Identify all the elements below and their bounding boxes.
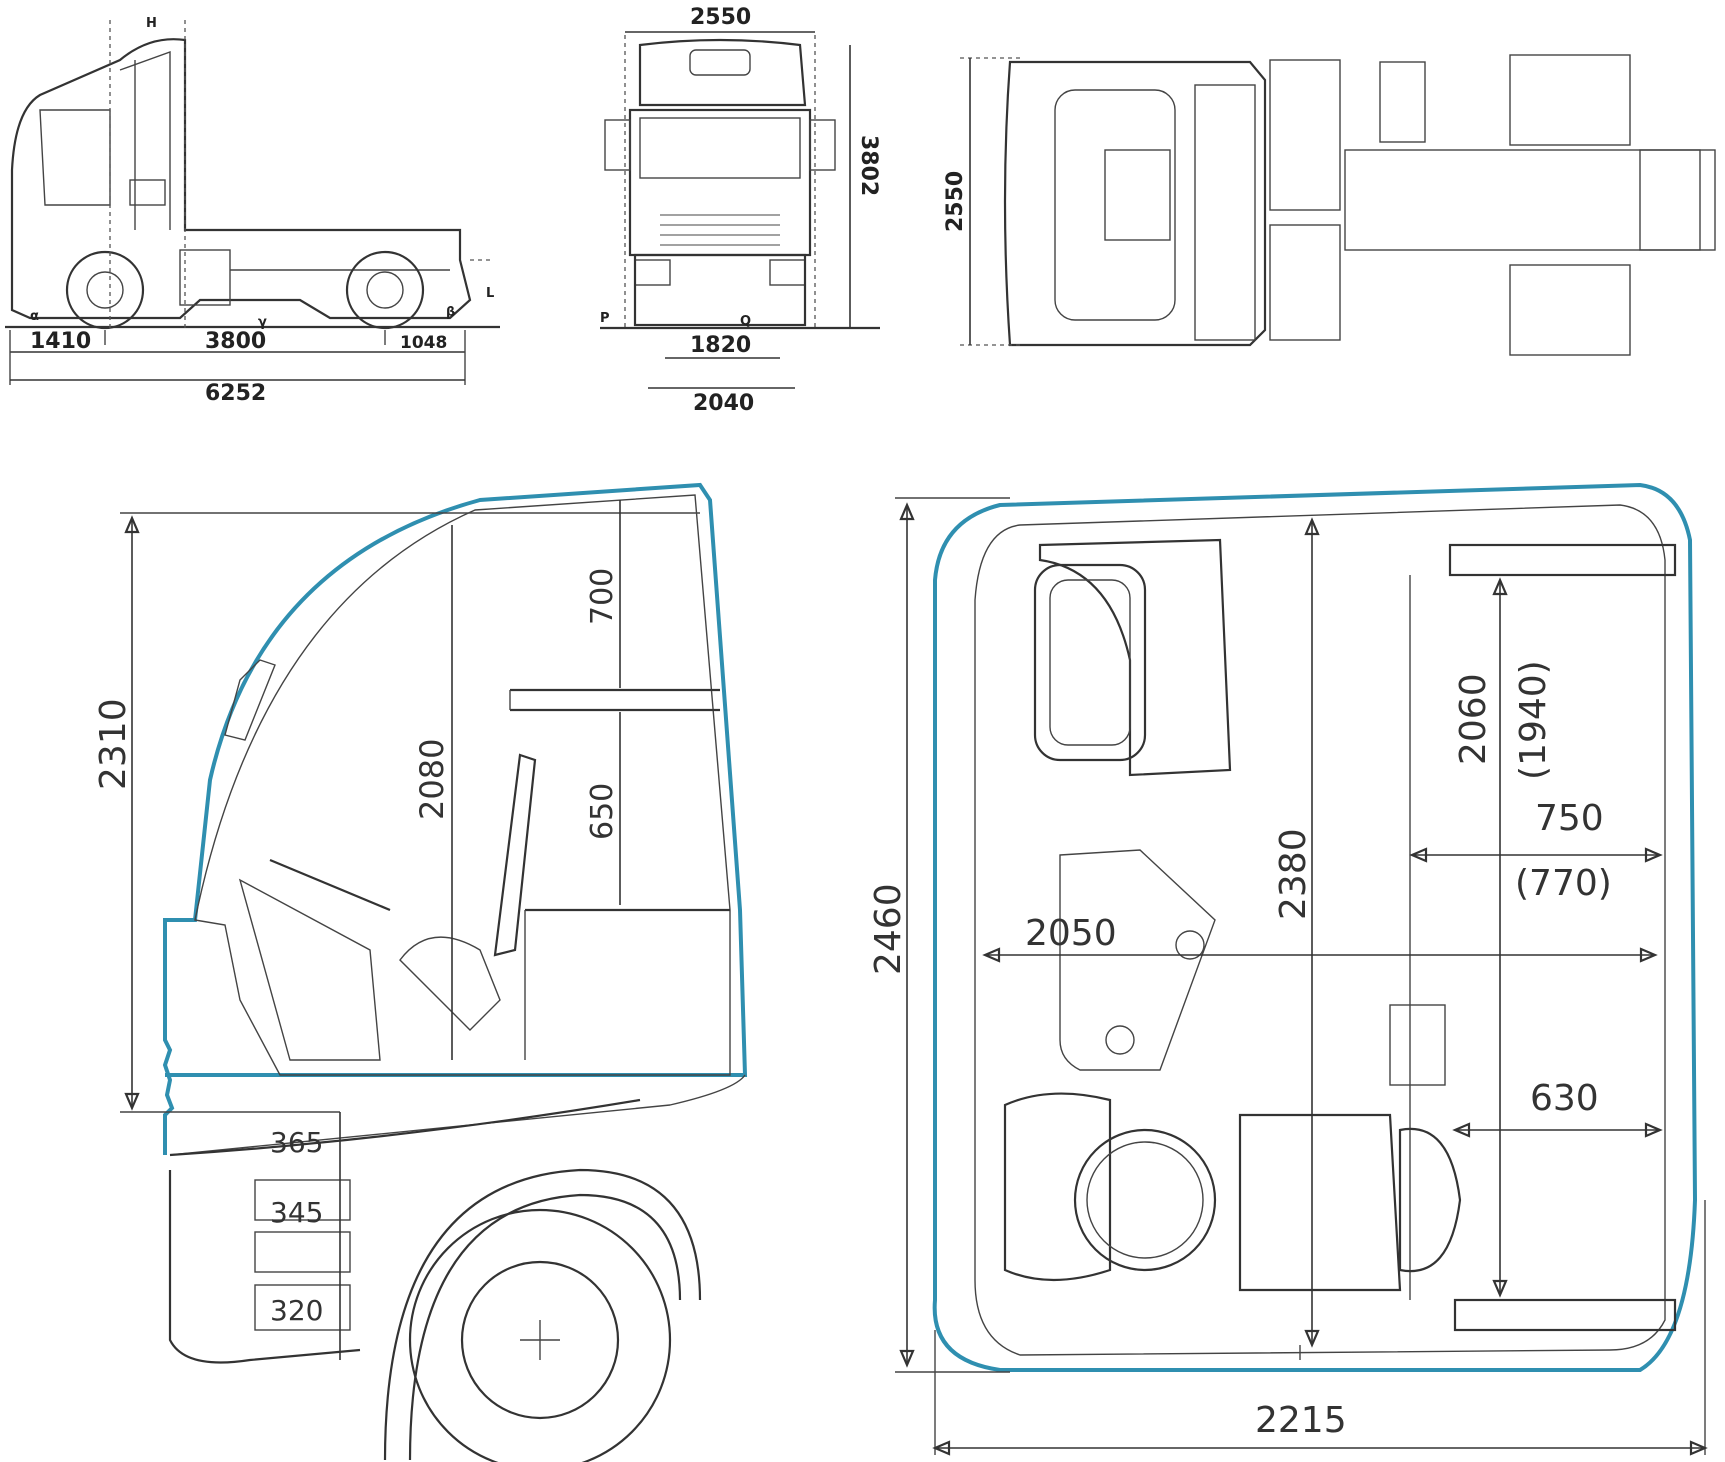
dim-front-height: 3802 xyxy=(856,135,881,196)
dim-top-width: 2550 xyxy=(943,171,968,232)
label-gamma: γ xyxy=(258,315,267,330)
dim-cab-width: 2215 xyxy=(1255,1400,1347,1441)
dim-overall-length: 6252 xyxy=(205,381,266,406)
front-grille xyxy=(660,214,780,246)
dim-interior-height: 2080 xyxy=(413,739,451,820)
dim-bunk-length-alt: (1940) xyxy=(1513,660,1554,780)
dim-lower-width: 630 xyxy=(1530,1078,1599,1119)
front-view: 2550 3802 P Q 1820 2040 xyxy=(600,5,881,416)
cab-top-view: 2460 2380 2050 2060 (1940) 750 (770) 630… xyxy=(868,482,1708,1456)
dim-bunk-clearance: 650 xyxy=(585,783,620,840)
dim-front-width: 2550 xyxy=(690,5,751,30)
dim-step2: 345 xyxy=(270,1196,323,1229)
dim-step3: 320 xyxy=(270,1294,323,1327)
dim-upper-bunk: 700 xyxy=(585,568,620,625)
dim-front-track: 1820 xyxy=(690,333,751,358)
dim-width-wheels: 2040 xyxy=(693,391,754,416)
label-alpha: α xyxy=(30,309,39,324)
label-beta: β xyxy=(446,305,455,320)
dim-bunk-width-alt: (770) xyxy=(1515,863,1612,904)
dim-bunk-width: 750 xyxy=(1535,798,1604,839)
label-p: P xyxy=(600,311,610,326)
dim-step1: 365 xyxy=(270,1126,323,1159)
dim-rear-overhang: 1048 xyxy=(400,333,447,353)
top-view: 2550 xyxy=(943,54,1716,356)
dim-interior-length: 2380 xyxy=(1273,828,1314,920)
label-h: H xyxy=(146,16,157,31)
label-q: Q xyxy=(740,314,751,329)
dim-cab-height: 2310 xyxy=(93,698,134,790)
dim-front-overhang: 1410 xyxy=(30,329,91,354)
dim-cab-width-outer: 2460 xyxy=(868,883,909,975)
cab-side-view: 2310 2080 700 650 365 345 320 xyxy=(93,482,748,1462)
dim-interior-width: 2050 xyxy=(1025,913,1117,954)
dim-wheelbase: 3800 xyxy=(205,329,266,354)
label-l: L xyxy=(486,286,494,301)
side-view: H L α γ β 1410 3800 1048 6252 xyxy=(5,16,500,406)
dim-bunk-length: 2060 xyxy=(1453,673,1494,765)
